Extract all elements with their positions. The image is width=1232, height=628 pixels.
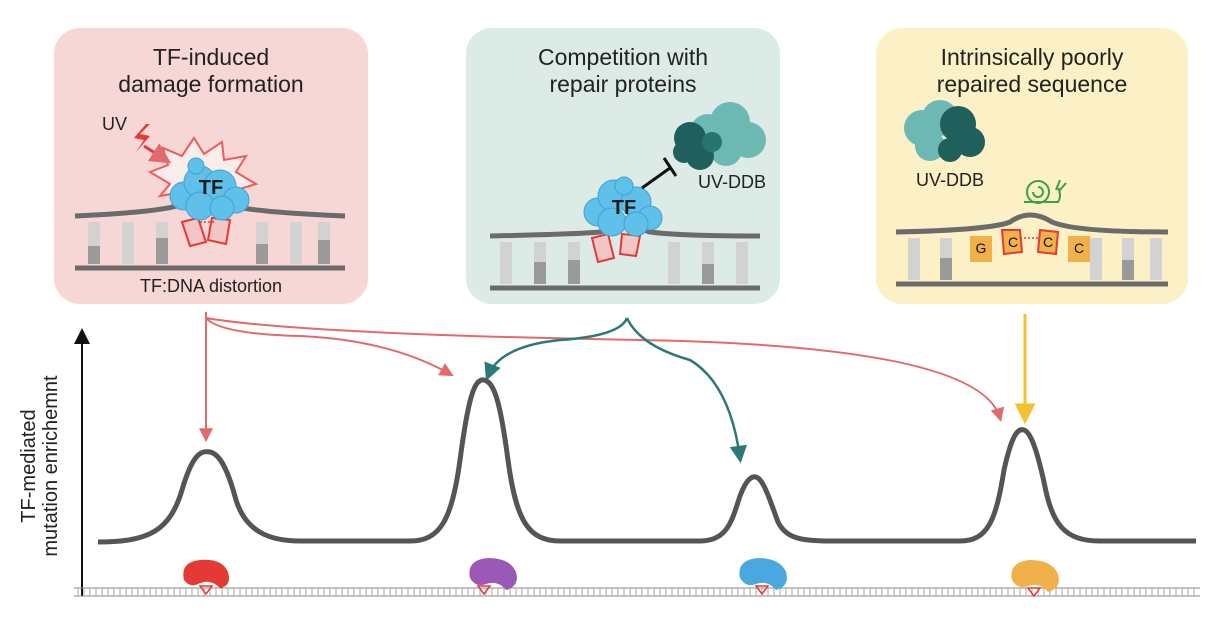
y-axis-label: TF-mediated mutation enrichemnt bbox=[18, 375, 62, 557]
panel-title: TF-induced damage formation bbox=[118, 44, 304, 97]
base-label: C bbox=[1074, 240, 1084, 256]
panel-tf-induced-damage: TF-induced damage formation bbox=[54, 28, 368, 304]
tf-protein-left-icon bbox=[169, 157, 250, 221]
panel-poorly-repaired: Intrinsically poorly repaired sequence bbox=[876, 28, 1188, 304]
base-label: C bbox=[1008, 234, 1018, 250]
tf-binding-site-purple-icon bbox=[469, 558, 517, 596]
tf-binding-site-red-icon bbox=[183, 559, 229, 596]
tf-label-middle: TF bbox=[612, 197, 636, 219]
uv-lightning-icon bbox=[134, 124, 150, 152]
uv-ddb-middle-icon bbox=[673, 102, 766, 170]
panel-title: Intrinsically poorly repaired sequence bbox=[936, 44, 1128, 97]
base-label: C bbox=[1043, 234, 1053, 250]
uv-ddb-label-right: UV-DDB bbox=[916, 170, 984, 190]
dna-right bbox=[895, 212, 1169, 287]
tf-dna-distortion-caption: TF:DNA distortion bbox=[139, 276, 283, 296]
uv-ddb-right-icon bbox=[904, 100, 985, 162]
uv-ddb-label-middle: UV-DDB bbox=[698, 172, 766, 192]
uv-label: UV bbox=[102, 114, 128, 134]
dna-ladder bbox=[74, 587, 1200, 597]
panel-title: Competition with repair proteins bbox=[537, 44, 709, 97]
arrows bbox=[199, 312, 1036, 464]
dna-middle bbox=[489, 224, 761, 291]
enrichment-curve bbox=[97, 377, 1196, 545]
tf-binding-site-orange-icon bbox=[1011, 560, 1059, 598]
base-label: G bbox=[976, 240, 987, 256]
tf-binding-site-blue-icon bbox=[739, 558, 787, 596]
dna-left bbox=[74, 197, 346, 271]
tf-protein-middle-icon bbox=[583, 176, 663, 237]
tf-label-left: TF bbox=[199, 177, 223, 199]
snail-icon bbox=[1024, 179, 1067, 204]
panel-competition-repair: Competition with repair proteins bbox=[466, 28, 780, 304]
